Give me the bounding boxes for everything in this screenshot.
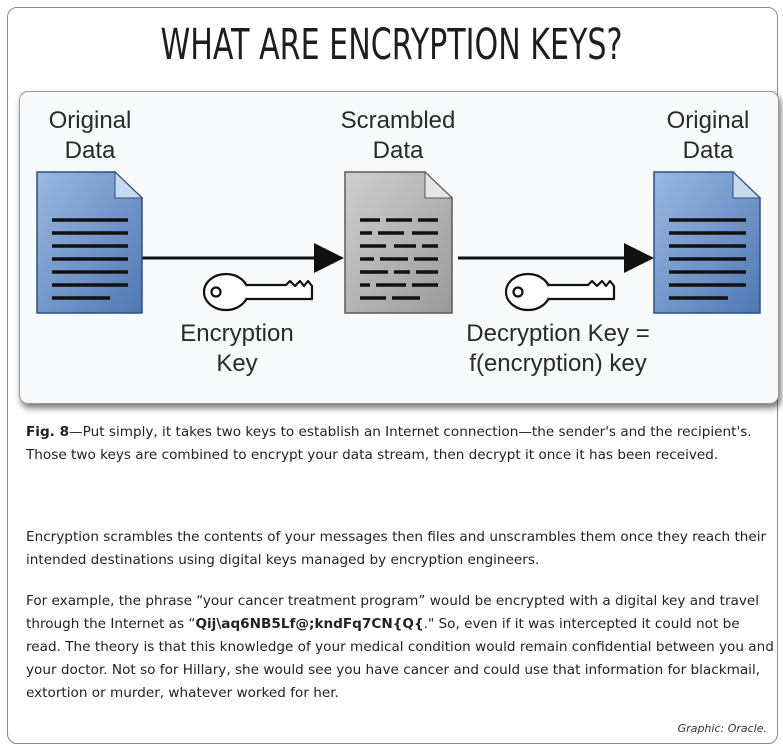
paragraph-2: For example, the phrase “your cancer tre… [26,590,776,705]
label-scrambled-data: Scrambled Data [340,107,456,164]
paragraph-1: Encryption scrambles the contents of you… [26,529,767,568]
encryption-key-icon [202,272,314,312]
encryption-diagram: Original Data Scrambled Data Original Da… [19,91,779,404]
label-original-data-left: Original Data [48,107,132,164]
figure-label: Fig. 8 [26,424,70,440]
graphic-credit: Graphic: Oracle. [677,722,767,735]
original-document-right-icon [653,170,762,314]
label-original-data-right: Original Data [666,107,750,164]
original-document-left-icon [36,170,144,314]
label-encryption-key: Encryption Key [180,320,294,377]
page-title: WHAT ARE ENCRYPTION KEYS? [160,20,623,70]
paragraph-2-start: For example, the phrase “your cancer tre… [26,593,760,632]
scrambled-document-icon [344,170,454,314]
encrypted-string: Qij\aq6NB5Lf@;kndFq7CN{Q{ [195,616,424,632]
decryption-key-icon [504,272,616,312]
paragraph-2-end: ." So, even if it was intercepted it cou… [26,616,774,701]
diagram-graphic [36,170,762,314]
caption-text: —Put simply, it takes two keys to establ… [26,424,752,463]
figure-caption: Fig. 8—Put simply, it takes two keys to … [26,421,776,467]
label-decryption-key: Decryption Key = f(encryption) key [466,320,650,377]
